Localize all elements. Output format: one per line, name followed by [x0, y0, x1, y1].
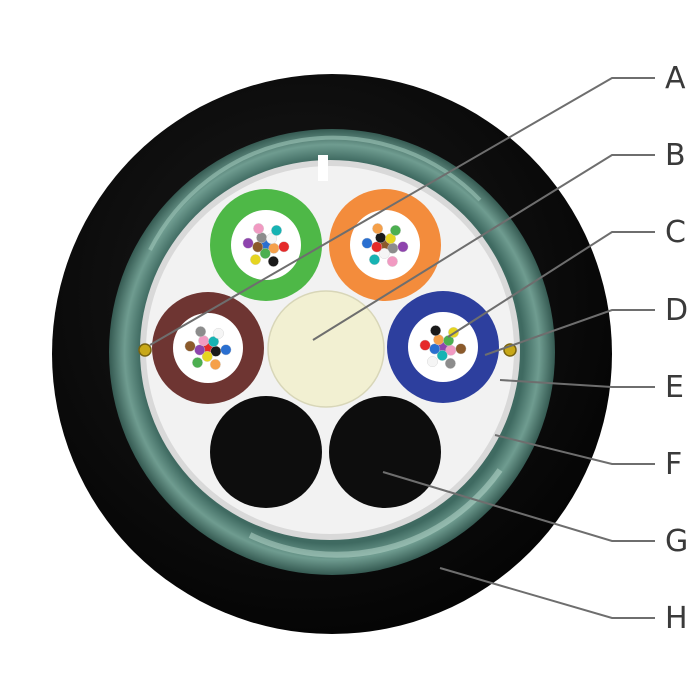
- leader-line-h: [439, 567, 655, 619]
- optical-fiber: [256, 232, 268, 244]
- optical-fiber: [361, 237, 373, 249]
- optical-fiber: [385, 233, 396, 244]
- leader-line-f: [494, 434, 655, 465]
- optical-fiber: [267, 256, 279, 267]
- optical-fiber: [253, 223, 265, 234]
- leader-line-g: [382, 471, 655, 542]
- leader-line-c: [447, 231, 655, 338]
- optical-fiber: [242, 237, 254, 249]
- optical-fiber: [250, 254, 261, 266]
- optical-fiber: [195, 326, 207, 337]
- optical-fiber: [444, 358, 456, 369]
- label-b: B: [665, 138, 686, 173]
- label-h: H: [665, 601, 688, 636]
- label-a: A: [665, 61, 686, 96]
- optical-fiber: [369, 254, 380, 266]
- leader-line-a: [149, 77, 655, 346]
- leader-line-d: [484, 309, 655, 356]
- loose-tube-blue: [387, 291, 499, 403]
- optical-fiber: [259, 248, 271, 259]
- label-g: G: [665, 524, 688, 559]
- label-c: C: [665, 215, 686, 250]
- optical-fiber: [278, 241, 290, 253]
- optical-fiber: [372, 223, 384, 234]
- filler-rod-left: [210, 396, 322, 508]
- loose-tube-orange: [329, 189, 441, 301]
- optical-fiber: [266, 233, 277, 244]
- optical-fiber: [371, 241, 383, 253]
- optical-fiber: [194, 344, 206, 356]
- optical-fiber: [419, 339, 431, 351]
- leader-line-b: [312, 154, 655, 341]
- ripcord-left: [138, 343, 152, 357]
- loose-tube-brown: [152, 292, 264, 404]
- label-d: D: [665, 293, 688, 328]
- optical-fiber: [429, 343, 441, 355]
- optical-fiber: [375, 232, 387, 244]
- wrap-tape-overlap: [318, 155, 328, 181]
- optical-fiber: [455, 343, 467, 355]
- optical-fiber: [397, 241, 409, 253]
- label-e: E: [665, 370, 684, 405]
- optical-fiber: [220, 344, 232, 356]
- optical-fiber: [443, 335, 454, 346]
- optical-fiber: [192, 357, 203, 369]
- optical-fiber: [209, 359, 221, 370]
- optical-fiber: [213, 327, 224, 339]
- optical-fiber: [433, 334, 445, 346]
- optical-fiber: [198, 335, 210, 347]
- optical-fiber: [386, 256, 398, 267]
- leader-line-e: [499, 379, 655, 388]
- central-strength-member: [267, 290, 385, 408]
- optical-fiber: [378, 248, 390, 259]
- optical-fiber: [430, 325, 442, 336]
- label-f: F: [665, 447, 682, 482]
- optical-fiber: [208, 336, 219, 347]
- optical-fiber: [427, 356, 438, 368]
- optical-fiber: [390, 224, 401, 236]
- optical-fiber: [201, 351, 213, 362]
- armor-tape-highlight: [148, 135, 482, 251]
- filler-rod-right: [329, 396, 441, 508]
- optical-fiber: [271, 224, 282, 236]
- optical-fiber: [184, 340, 196, 352]
- optical-fiber: [436, 350, 448, 361]
- optical-fiber: [252, 241, 264, 253]
- loose-tube-green: [210, 189, 322, 301]
